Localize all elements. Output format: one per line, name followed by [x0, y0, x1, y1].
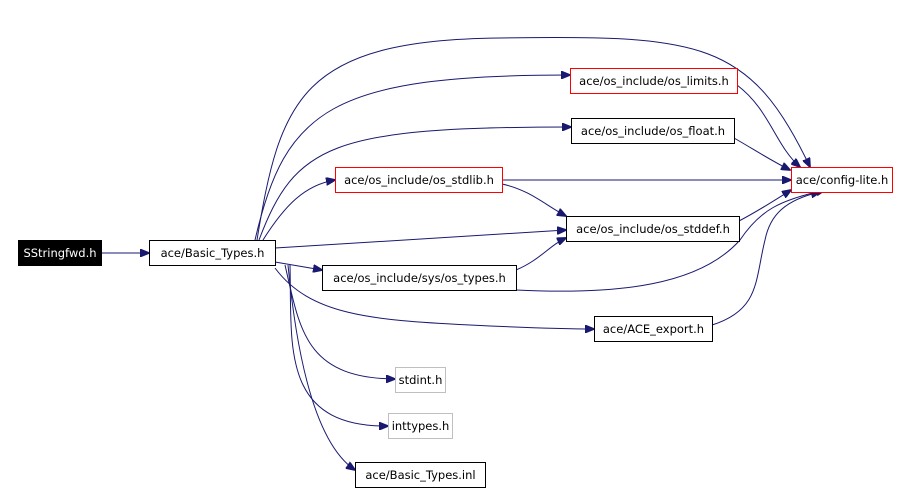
- edge-basic_types-to-os_types: [274, 261, 322, 270]
- node-box: [335, 167, 503, 193]
- node-box: [791, 167, 893, 193]
- edge-os_limits-to-config_lite: [736, 84, 800, 167]
- edge-basic_types-to-basic_types_inl: [287, 264, 355, 470]
- edge-basic_types-to-ace_export: [274, 267, 594, 329]
- node-inttypes: inttypes.h: [388, 413, 453, 439]
- node-label: ace/os_include/sys/os_types.h: [333, 271, 506, 285]
- node-os_float[interactable]: ace/os_include/os_float.h: [571, 118, 735, 144]
- node-box: [388, 413, 453, 439]
- node-os_types[interactable]: ace/os_include/sys/os_types.h: [322, 265, 517, 291]
- node-label: ace/Basic_Types.inl: [365, 468, 475, 482]
- edge-basic_types-to-os_stdlib: [262, 180, 335, 241]
- node-label: ace/os_include/os_stdlib.h: [344, 173, 494, 187]
- node-box: [355, 462, 486, 488]
- edge-os_stdlib-to-os_stddef: [501, 183, 566, 216]
- edge-os_float-to-config_lite: [733, 137, 790, 170]
- node-stdint: stdint.h: [395, 367, 446, 393]
- edge-basic_types-to-config_lite: [256, 36, 810, 241]
- edge-basic_types-to-inttypes: [289, 264, 388, 426]
- edge-ace_export-to-config_lite: [711, 192, 820, 326]
- edge-basic_types-to-os_float: [258, 127, 571, 241]
- node-box: [322, 265, 517, 291]
- node-box: [566, 216, 740, 242]
- node-box: [149, 240, 276, 266]
- node-label: ace/os_include/os_stddef.h: [576, 222, 730, 236]
- nodes: SStringfwd.h ace/Basic_Types.h ace/os_incl…: [18, 68, 893, 488]
- edge-os_types-to-config_lite: [515, 190, 825, 292]
- node-box: [570, 68, 738, 94]
- node-basic_types_inl[interactable]: ace/Basic_Types.inl: [355, 462, 486, 488]
- node-label: ace/ACE_export.h: [603, 322, 704, 336]
- edge-os_types-to-os_stddef: [515, 238, 566, 271]
- node-ace_export[interactable]: ace/ACE_export.h: [594, 316, 713, 342]
- node-os_stddef[interactable]: ace/os_include/os_stddef.h: [566, 216, 740, 242]
- edge-basic_types-to-os_limits: [254, 75, 570, 241]
- node-box: [395, 367, 446, 393]
- node-label: ace/Basic_Types.h: [161, 246, 265, 260]
- edges: [101, 36, 825, 470]
- node-label: ace/os_include/os_limits.h: [579, 74, 729, 88]
- node-label: stdint.h: [399, 373, 443, 387]
- node-label: SStringfwd.h: [23, 246, 96, 260]
- node-label: ace/os_include/os_float.h: [581, 124, 725, 138]
- node-sstringfwd[interactable]: SStringfwd.h: [18, 240, 102, 266]
- edge-basic_types-to-os_stddef: [274, 230, 566, 249]
- node-os_stdlib[interactable]: ace/os_include/os_stdlib.h: [335, 167, 503, 193]
- node-label: inttypes.h: [392, 419, 450, 433]
- node-box: [594, 316, 713, 342]
- node-box: [571, 118, 735, 144]
- node-config_lite[interactable]: ace/config-lite.h: [791, 167, 893, 193]
- node-label: ace/config-lite.h: [796, 173, 889, 187]
- node-box: [18, 240, 102, 266]
- node-basic_types[interactable]: ace/Basic_Types.h: [149, 240, 276, 266]
- node-os_limits[interactable]: ace/os_include/os_limits.h: [570, 68, 738, 94]
- edge-os_stddef-to-config_lite: [738, 190, 791, 222]
